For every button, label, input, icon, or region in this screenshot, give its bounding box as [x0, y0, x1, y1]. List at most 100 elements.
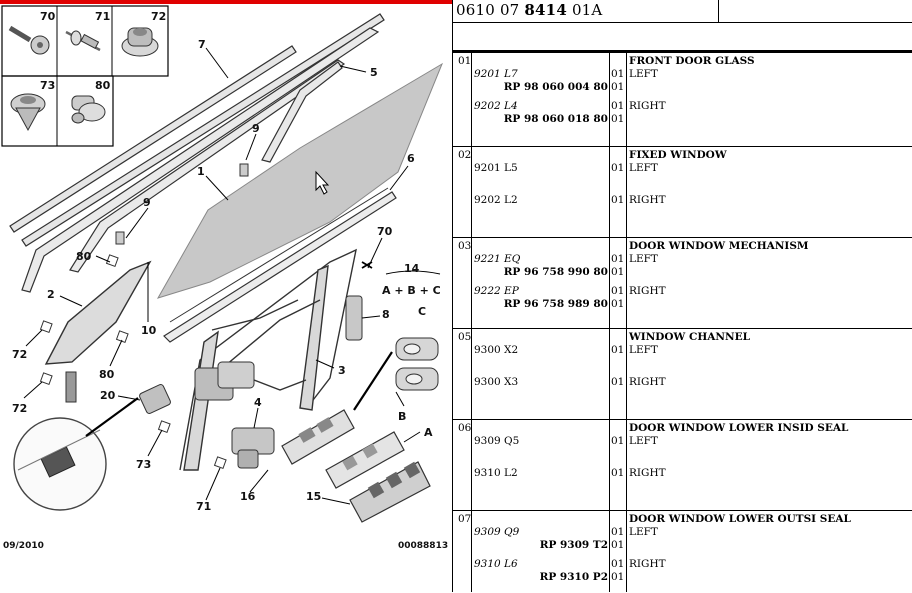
seal-7 [9, 13, 385, 247]
part-number[interactable]: 9202 L2 [474, 194, 518, 206]
catalog-reference: 0610 07 8414 01A [456, 1, 602, 19]
label-1: 1 [197, 165, 205, 178]
label-abc: A + B + C [382, 284, 441, 297]
quantity: 01 [611, 435, 625, 447]
quantity: 01 [611, 194, 625, 206]
header-separator [718, 0, 719, 22]
replacement-part-number[interactable]: RP 96 758 990 80 [503, 266, 608, 278]
label-71: 71 [196, 500, 211, 513]
part-side: RIGHT [629, 100, 666, 112]
leader-lines [23, 47, 441, 505]
part-number[interactable]: 9300 X2 [474, 344, 519, 356]
replacement-quantity: 01 [611, 266, 625, 278]
group-title: DOOR WINDOW MECHANISM [629, 240, 809, 252]
label-4: 4 [254, 396, 262, 409]
label-8: 8 [382, 308, 390, 321]
label-C: C [418, 305, 426, 318]
group-title: FRONT DOOR GLASS [629, 55, 755, 67]
part-side: RIGHT [629, 558, 666, 570]
table-subheader [453, 22, 912, 52]
part-number[interactable]: 9222 EP [474, 285, 519, 297]
replacement-part-number[interactable]: RP 9309 T2 [539, 539, 608, 551]
ref-bold: 8414 [524, 1, 567, 19]
group-number: 02 [458, 149, 472, 161]
parts-list-table: 0610 07 8414 01A 01 FRONT DOOR GLASS 9201 … [452, 0, 912, 592]
label-80-upper: 80 [76, 250, 92, 263]
part-side: LEFT [629, 162, 658, 174]
label-80-lower: 80 [99, 368, 115, 381]
part-number[interactable]: 9310 L6 [474, 558, 518, 570]
label-5: 5 [370, 66, 378, 79]
ref-prefix: 0610 07 [456, 1, 520, 19]
part-side: LEFT [629, 344, 658, 356]
part-number[interactable]: 9201 L5 [474, 162, 518, 174]
label-72-upper: 72 [12, 348, 27, 361]
callout-73: 73 [40, 79, 55, 92]
part-number[interactable]: 9202 L4 [474, 100, 518, 112]
group-number: 06 [458, 422, 472, 434]
group-title: WINDOW CHANNEL [629, 331, 751, 343]
label-9-upper: 9 [252, 122, 260, 135]
label-7: 7 [198, 38, 206, 51]
part-number[interactable]: 9310 L2 [474, 467, 518, 479]
button-C [395, 337, 439, 361]
part-number[interactable]: 9201 L7 [474, 68, 518, 80]
label-9-lower: 9 [143, 196, 151, 209]
fastener-inset [1, 5, 169, 147]
detail-magnifier [13, 397, 139, 511]
part-side: RIGHT [629, 194, 666, 206]
replacement-part-number[interactable]: RP 9310 P2 [539, 571, 608, 583]
group-number: 05 [458, 331, 472, 343]
rivet-71-icon [65, 30, 101, 52]
group-number: 07 [458, 513, 472, 525]
part-number[interactable]: 9309 Q5 [474, 435, 520, 447]
diagram-canvas: 70 71 72 73 80 7 5 9 1 6 9 70 14 A + B +… [1, 5, 448, 551]
part-number[interactable]: 9221 EQ [474, 253, 521, 265]
label-6: 6 [407, 152, 415, 165]
label-A: A [424, 426, 433, 439]
col-rule-2 [609, 52, 610, 592]
quantity: 01 [611, 344, 625, 356]
part-number[interactable]: 9309 Q9 [474, 526, 520, 538]
label-20: 20 [100, 389, 116, 402]
part-side: RIGHT [629, 285, 666, 297]
group-number: 03 [458, 240, 472, 252]
part-number[interactable]: 9300 X3 [474, 376, 519, 388]
mouse-cursor-icon [315, 170, 330, 195]
replacement-part-number[interactable]: RP 98 060 018 80 [503, 113, 608, 125]
replacement-part-number[interactable]: RP 98 060 004 80 [503, 81, 608, 93]
replacement-quantity: 01 [611, 113, 625, 125]
label-14: 14 [404, 262, 420, 275]
quantity: 01 [611, 467, 625, 479]
replacement-quantity: 01 [611, 571, 625, 583]
group-title: DOOR WINDOW LOWER INSID SEAL [629, 422, 849, 434]
replacement-quantity: 01 [611, 539, 625, 551]
group-title: DOOR WINDOW LOWER OUTSI SEAL [629, 513, 851, 525]
label-3: 3 [338, 364, 346, 377]
quantity: 01 [611, 558, 625, 570]
replacement-part-number[interactable]: RP 96 758 989 80 [503, 298, 608, 310]
part-side: RIGHT [629, 467, 666, 479]
label-16: 16 [240, 490, 256, 503]
quantity: 01 [611, 100, 625, 112]
ref-suffix: 01A [571, 1, 603, 19]
callout-71: 71 [95, 10, 110, 23]
part-side: LEFT [629, 526, 658, 538]
label-15: 15 [306, 490, 321, 503]
label-B: B [398, 410, 406, 423]
clip-80-icon [71, 95, 106, 124]
quantity: 01 [611, 162, 625, 174]
switch-15 [349, 461, 431, 523]
channel-5 [261, 61, 343, 163]
label-70: 70 [377, 225, 393, 238]
fixed-window-2 [44, 260, 152, 365]
motor-4 [231, 427, 275, 469]
clip-73-icon [10, 93, 46, 132]
group-row: 07 DOOR WINDOW LOWER OUTSI SEAL 9309 Q9 01 L… [453, 510, 912, 593]
col-rule-3 [626, 52, 627, 592]
